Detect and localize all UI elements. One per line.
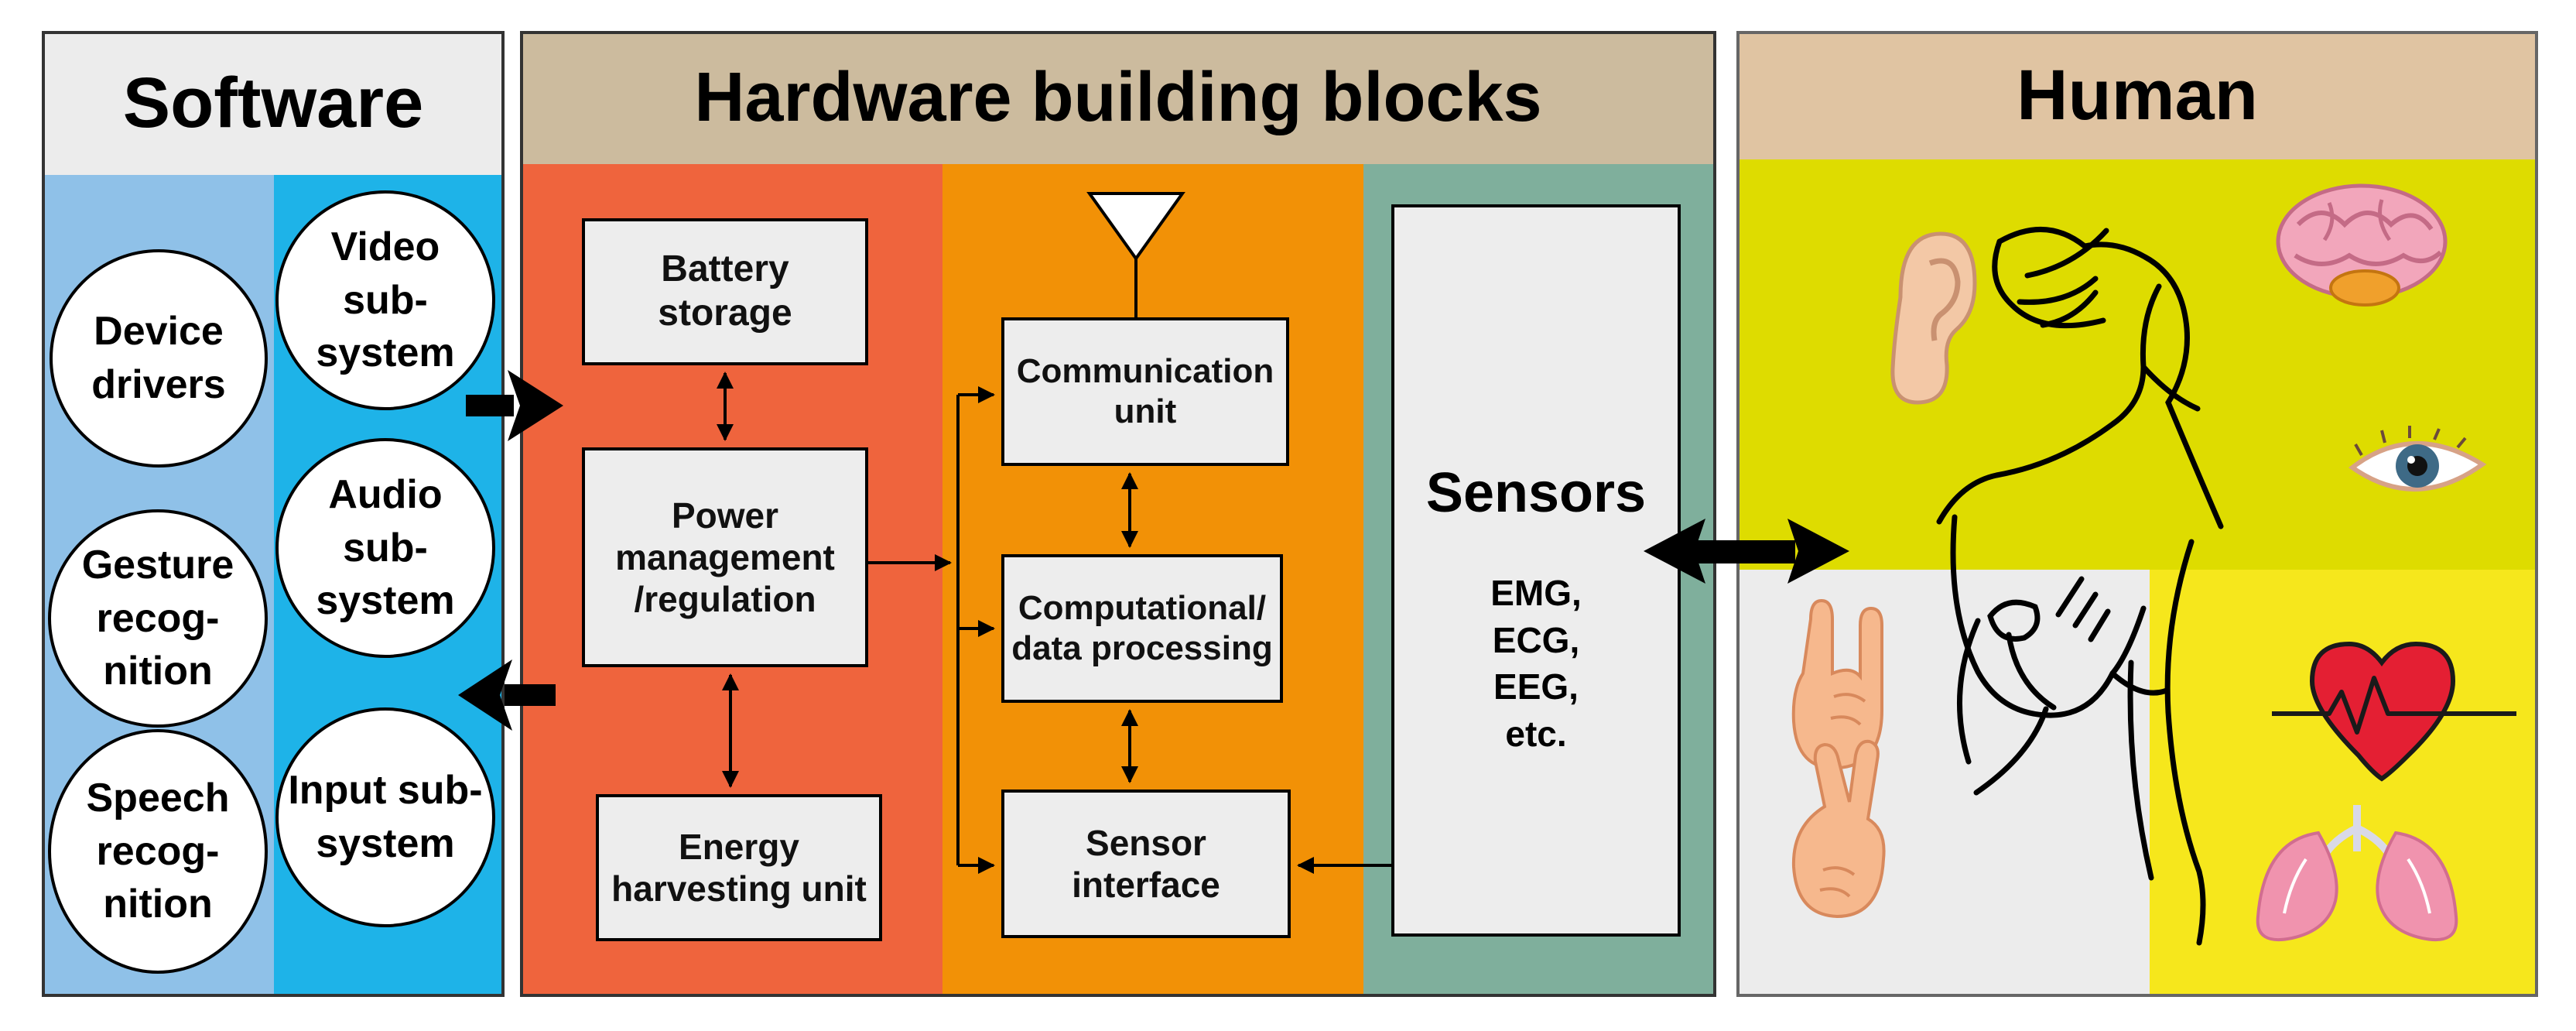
energy-harvesting-box: Energy harvesting unit — [596, 794, 882, 941]
ear-icon — [1890, 231, 1977, 405]
hardware-to-software-arrow — [458, 659, 556, 731]
heart-icon — [2272, 641, 2516, 782]
sensor-interface-box: Sensor interface — [1001, 790, 1291, 938]
antenna-icon — [1086, 192, 1185, 317]
hand-peace-icon — [1791, 739, 1886, 919]
human-bottom-right-region — [2150, 570, 2538, 997]
human-title: Human — [2017, 55, 2258, 135]
computational-box: Computational/ data processing — [1001, 554, 1283, 703]
software-border — [42, 31, 505, 997]
software-title: Software — [122, 63, 424, 142]
hand-rock-icon — [1791, 598, 1883, 770]
sensors-box — [1391, 204, 1681, 937]
sensors-title: Sensors — [1425, 462, 1647, 524]
power-management-box: Power management /regulation — [582, 447, 868, 667]
speech-recognition-circle: Speech recog-nition — [48, 729, 268, 974]
software-header: Software — [42, 31, 505, 175]
device-drivers-circle: Device drivers — [50, 249, 268, 468]
audio-subsystem-circle: Audio sub-system — [275, 438, 495, 658]
human-panel: Human — [1736, 31, 2538, 997]
hardware-border — [520, 31, 1716, 997]
brain-icon — [2276, 183, 2448, 307]
communication-unit-box: Communication unit — [1001, 317, 1289, 466]
hardware-title: Hardware building blocks — [694, 58, 1542, 136]
gesture-recognition-circle: Gesture recog-nition — [48, 509, 268, 728]
hardware-header: Hardware building blocks — [520, 31, 1716, 164]
input-subsystem-circle: Input sub-system — [275, 707, 495, 927]
human-header: Human — [1736, 31, 2538, 159]
human-border — [1736, 31, 2538, 997]
lungs-icon — [2256, 805, 2458, 942]
eye-icon — [2348, 426, 2487, 492]
battery-storage-box: Battery storage — [582, 218, 868, 365]
human-bottom-left-region — [1736, 570, 2150, 997]
sensors-list: EMG, ECG, EEG, etc. — [1490, 573, 1582, 755]
sensors-human-double-arrow — [1644, 519, 1849, 584]
video-subsystem-circle: Video sub-system — [275, 190, 495, 410]
software-to-hardware-arrow — [466, 370, 563, 441]
human-figure-icon — [1936, 227, 2224, 946]
